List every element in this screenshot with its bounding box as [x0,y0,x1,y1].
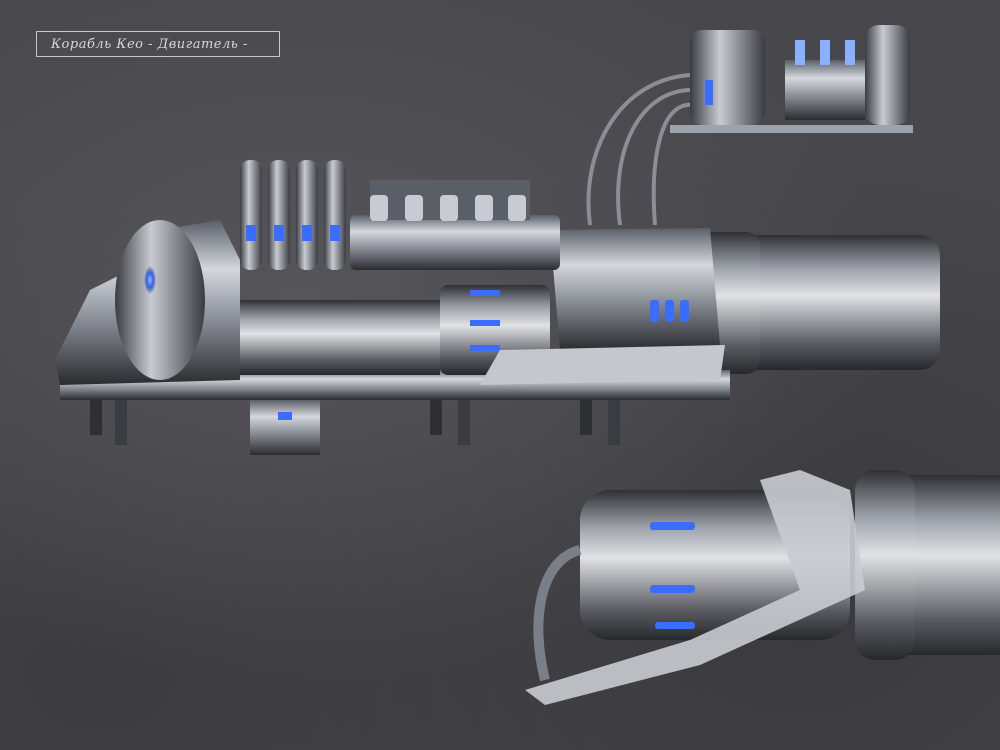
main-engine [55,73,940,455]
engine-module-detail [670,25,913,133]
engine-nozzle-detail [525,470,1000,705]
sketch-title-label: Корабль Кео - Двигатель - [36,31,280,57]
